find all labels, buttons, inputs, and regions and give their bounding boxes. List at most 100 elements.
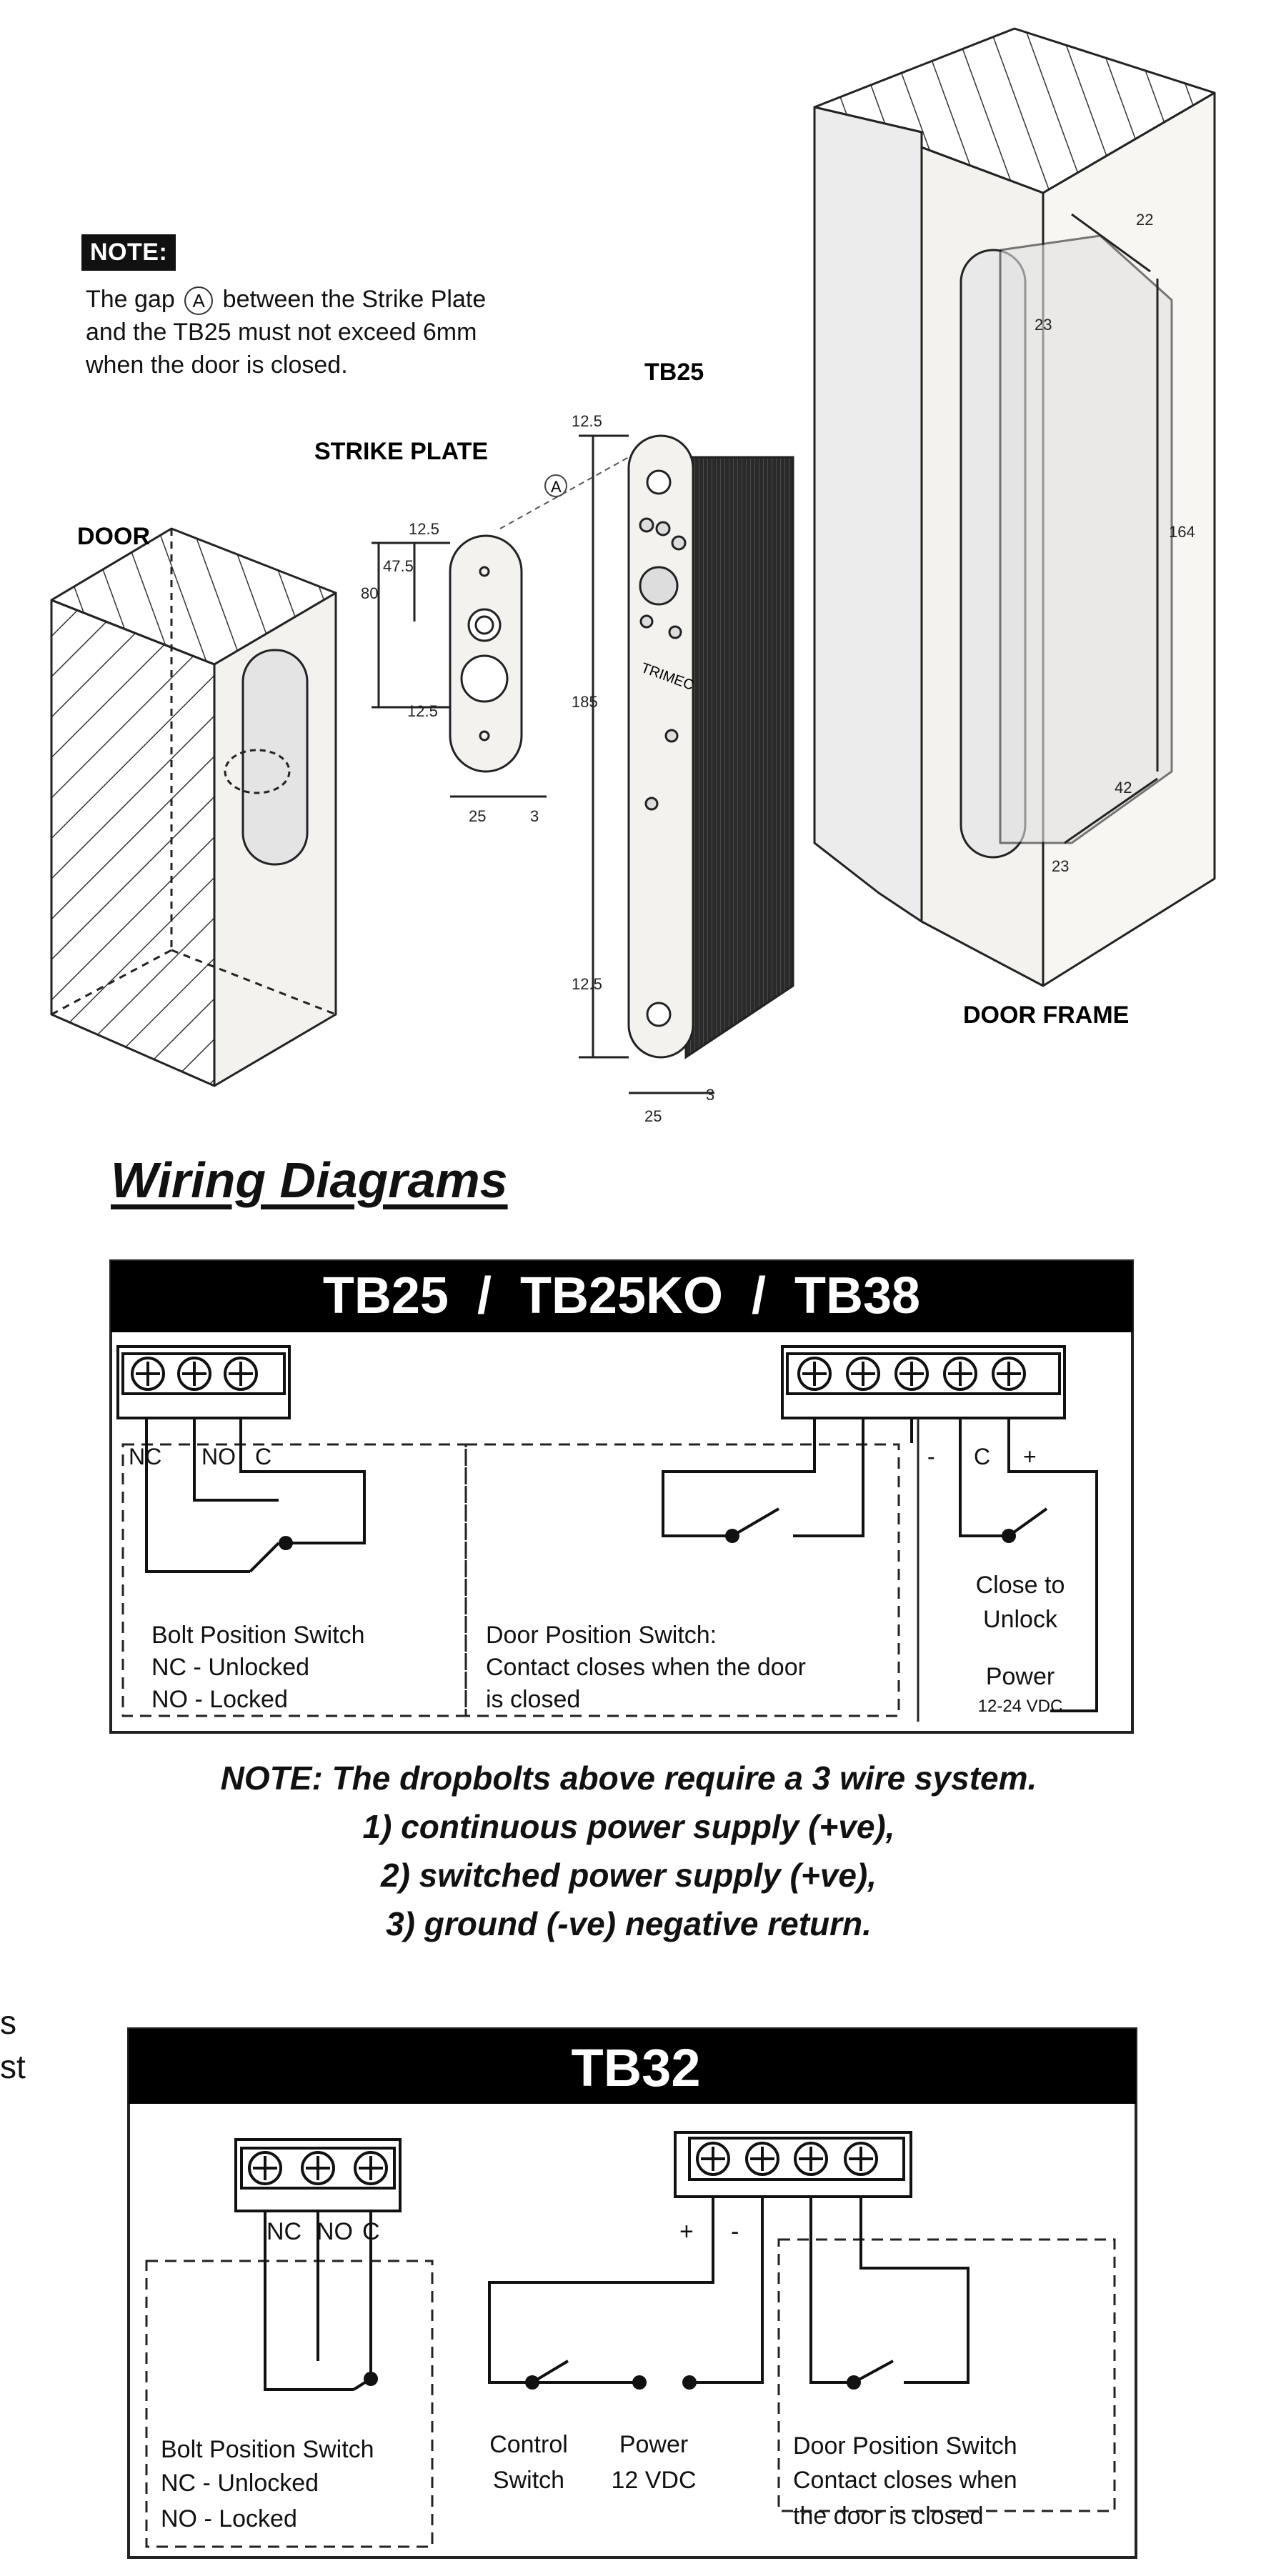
control-label-1: Control — [489, 2431, 568, 2458]
diagram1-title: TB25 / TB25KO / TB38 — [323, 1267, 920, 1324]
note-tag: NOTE: — [81, 234, 176, 271]
note-line1-pre: The gap — [86, 286, 175, 313]
label-nc: NC — [129, 1444, 161, 1469]
note-line2: and the TB25 must not exceed 6mm — [86, 319, 477, 346]
door-switch-contact — [725, 1529, 739, 1543]
diagram2-title: TB32 — [572, 2038, 701, 2097]
door-switch-wiring — [662, 1418, 864, 1537]
wiring-note: NOTE: The dropbolts above require a 3 wi… — [86, 1754, 1172, 1948]
control-switch-contact — [525, 2375, 539, 2390]
bolt-switch-contact — [279, 1536, 293, 1550]
unlock-label: Unlock — [983, 1606, 1058, 1633]
door-frame — [813, 27, 1216, 987]
dim-strike-bottom: 12.5 — [407, 702, 438, 720]
door-switch-line3: is closed — [486, 1686, 580, 1713]
tb32-terminal-left — [234, 2138, 402, 2212]
wiring-note-line1: NOTE: The dropbolts above require a 3 wi… — [220, 1759, 1037, 1797]
dim-strike-depth: 3 — [530, 807, 539, 825]
power-label-2: 12 VDC — [611, 2467, 696, 2494]
tb32-power-wiring — [488, 2197, 764, 2384]
tb32-door-wiring — [809, 2197, 970, 2384]
clipped-side-line2: st — [0, 2048, 26, 2085]
dim-frame-width: 22 — [1136, 211, 1153, 229]
wiring-note-line3: 2) switched power supply (+ve), — [381, 1857, 877, 1894]
gap-circle-marker: A — [184, 286, 214, 315]
power-label: Power — [986, 1663, 1055, 1690]
wiring-note-line2: 1) continuous power supply (+ve), — [362, 1808, 895, 1845]
bolt-switch-wiring — [145, 1418, 366, 1573]
note-line1-post: between the Strike Plate — [222, 286, 487, 313]
tb32-terminal-right — [674, 2131, 912, 2198]
bolt-switch-nc: NC - Unlocked — [151, 1654, 309, 1681]
dim-tb25-height: 185 — [572, 693, 598, 711]
tb32-bolt-switch-box — [145, 2260, 434, 2548]
note-line3: when the door is closed. — [86, 351, 348, 379]
dim-strike-top: 12.5 — [409, 520, 439, 538]
power-wiring — [910, 1418, 1098, 1712]
strike-plate — [372, 534, 547, 798]
strike-plate-label: STRIKE PLATE — [314, 438, 488, 465]
tb32-door-switch-box — [777, 2238, 1116, 2512]
dim-strike-mid: 47.5 — [383, 557, 414, 575]
label-power-c: C — [974, 1444, 990, 1469]
dim-strike-width: 25 — [469, 807, 486, 825]
dim-frame-top: 23 — [1035, 316, 1052, 334]
tb32-door-line3: the door is closed — [793, 2502, 984, 2530]
door-switch-box — [464, 1443, 900, 1717]
dim-frame-depth: 42 — [1115, 779, 1132, 797]
tb32-door-line2: Contact closes when — [793, 2467, 1017, 2494]
door-label: DOOR — [77, 523, 150, 550]
tb32-label-plus: + — [679, 2218, 694, 2245]
tb32-label-minus: - — [731, 2218, 739, 2245]
dim-strike-height: 80 — [361, 584, 378, 602]
dim-frame-height: 164 — [1169, 523, 1195, 541]
label-no: NO — [201, 1444, 236, 1469]
tb32-bolt-contact — [364, 2372, 378, 2386]
gap-marker-circle — [544, 474, 567, 497]
gap-marker-letter: A — [551, 478, 562, 496]
label-c: C — [255, 1444, 271, 1469]
wiring-note-line4: 3) ground (-ve) negative return. — [386, 1905, 872, 1942]
gap-note: The gap A between the Strike Plate and t… — [86, 283, 543, 381]
wiring-diagram-tb25: TB25 / TB25KO / TB38 — [109, 1259, 1134, 1734]
dim-tb25-width: 25 — [644, 1107, 662, 1122]
clipped-side-text: s st — [0, 2000, 26, 2089]
section-title: Wiring Diagrams — [111, 1152, 508, 1208]
tb32-label-nc: NC — [266, 2218, 301, 2245]
power-terminal-2 — [682, 2375, 697, 2390]
tb32-door-contact — [847, 2375, 861, 2390]
bolt-switch-title: Bolt Position Switch — [151, 1622, 365, 1649]
diagram2-banner — [129, 2029, 1136, 2104]
door-block — [50, 527, 337, 1087]
terminal-block-right — [781, 1345, 1066, 1419]
tb32-bolt-nc: NC - Unlocked — [161, 2470, 319, 2497]
terminal-block-left — [116, 1345, 291, 1419]
label-power-plus: + — [1023, 1444, 1037, 1469]
diagram1-frame — [109, 1259, 1134, 1734]
door-frame-label: DOOR FRAME — [963, 1002, 1129, 1029]
dim-tb25-top: 12.5 — [572, 412, 602, 430]
dim-tb25-bottom: 12.5 — [572, 975, 602, 993]
tb32-label-no: NO — [316, 2218, 353, 2245]
control-label-2: Switch — [493, 2467, 564, 2494]
label-power-minus: - — [927, 1444, 935, 1469]
tb32-bolt-no: NO - Locked — [161, 2505, 297, 2532]
exploded-assembly-drawing: DOOR STRIKE PLATE TB25 DOOR FRAME A TRIM… — [50, 27, 1216, 1122]
wiring-diagram-tb32: TB32 — [127, 2027, 1137, 2559]
tb25-label: TB25 — [644, 359, 704, 386]
tb32-label-c: C — [362, 2218, 380, 2245]
unlock-switch-contact — [1002, 1529, 1016, 1543]
tb32-door-title: Door Position Switch — [793, 2432, 1017, 2460]
bolt-switch-box — [121, 1443, 467, 1717]
close-to-label: Close to — [976, 1572, 1065, 1599]
door-switch-title: Door Position Switch: — [486, 1622, 717, 1649]
power-label-1: Power — [619, 2431, 688, 2458]
tb32-bolt-title: Bolt Position Switch — [161, 2436, 374, 2463]
bolt-switch-no: NO - Locked — [151, 1686, 288, 1713]
door-switch-line2: Contact closes when the door — [486, 1654, 806, 1681]
diagram1-banner — [111, 1261, 1132, 1332]
clipped-side-line1: s — [0, 2004, 16, 2041]
power-voltage-label: 12-24 VDC — [978, 1697, 1063, 1716]
power-terminal-1 — [632, 2375, 647, 2390]
dim-frame-bottom: 23 — [1052, 857, 1069, 875]
